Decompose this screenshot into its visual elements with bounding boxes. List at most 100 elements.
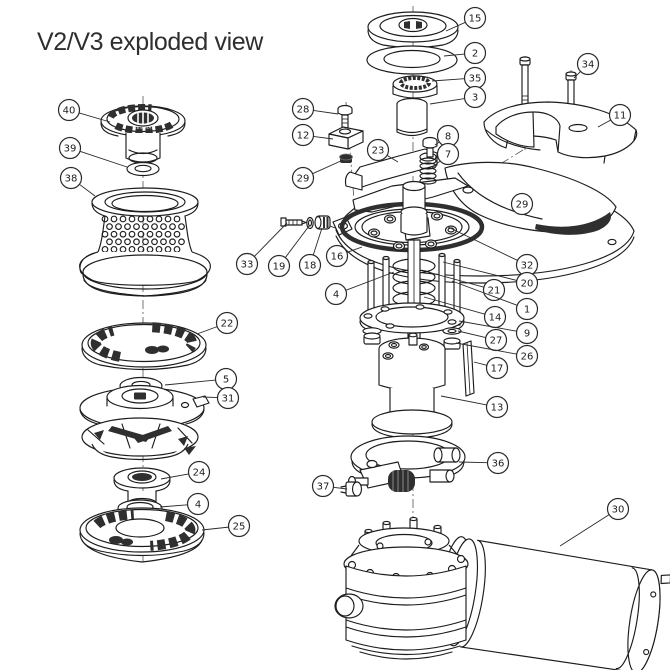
svg-text:12: 12: [297, 131, 310, 142]
callout-37: 37: [311, 474, 348, 498]
svg-text:26: 26: [521, 352, 534, 363]
callout-30: 30: [559, 497, 630, 547]
callout-16: 16: [325, 244, 363, 268]
svg-text:5: 5: [223, 375, 229, 386]
callout-11: 11: [597, 103, 632, 128]
svg-text:4: 4: [333, 290, 339, 301]
callout-3: 3: [429, 85, 487, 109]
svg-text:2: 2: [472, 49, 478, 60]
svg-text:11: 11: [614, 111, 627, 122]
callout-21: 21: [427, 271, 506, 302]
brand-text: LEWMAR: [134, 125, 155, 130]
callout-7: 7: [431, 142, 460, 169]
part-38-drum: [79, 187, 211, 297]
part-39-washer: [126, 161, 160, 177]
callout-38: 38: [59, 166, 96, 197]
callout-29: 29: [510, 192, 534, 216]
svg-text:30: 30: [612, 505, 625, 516]
part-7-spring: [419, 157, 437, 185]
part-40-drum-top-cap: LEWMAR: [100, 104, 186, 164]
callout-4: 4: [324, 271, 395, 306]
svg-text:28: 28: [297, 105, 310, 116]
callout-18: 18: [298, 227, 323, 277]
svg-text:23: 23: [372, 146, 385, 157]
callout-14: 14: [423, 296, 507, 329]
callout-22: 22: [196, 311, 239, 335]
svg-text:16: 16: [331, 252, 344, 263]
svg-text:29: 29: [297, 174, 310, 185]
svg-text:35: 35: [469, 74, 482, 85]
svg-text:7: 7: [445, 150, 451, 161]
part-11-chainpipe-cover: [483, 101, 638, 164]
callout-33: 33: [235, 222, 288, 276]
drum-perforations: [101, 215, 185, 253]
callout-34: 34: [573, 52, 600, 79]
callout-25: 25: [201, 514, 251, 538]
callout-36: 36: [458, 451, 510, 475]
callout-4: 4: [159, 492, 210, 516]
part-22-gypsy-top-plate: [81, 322, 207, 371]
callout-12: 12: [291, 123, 334, 147]
svg-text:27: 27: [490, 336, 503, 347]
svg-text:33: 33: [241, 260, 254, 271]
part-13-housing: [371, 332, 453, 439]
part-12-pawl-block: [328, 126, 364, 150]
part-28-screw: [337, 104, 353, 129]
svg-text:8: 8: [445, 132, 451, 143]
svg-text:3: 3: [472, 93, 478, 104]
svg-text:13: 13: [491, 403, 504, 414]
svg-text:25: 25: [233, 522, 246, 533]
svg-text:15: 15: [469, 14, 482, 25]
svg-text:17: 17: [491, 364, 504, 375]
part-17-key: [462, 340, 475, 397]
svg-text:19: 19: [273, 262, 286, 273]
svg-text:31: 31: [222, 394, 235, 405]
callout-2: 2: [443, 41, 487, 65]
callout-32: 32: [447, 226, 539, 277]
callout-13: 13: [440, 395, 509, 419]
callout-23: 23: [366, 138, 399, 163]
part-31-drive-plate: [79, 384, 210, 429]
callout-1: 1: [451, 280, 539, 321]
flange-fasteners: [362, 327, 462, 350]
callout-9: 9: [458, 320, 539, 345]
svg-text:14: 14: [489, 313, 502, 324]
callout-15: 15: [445, 6, 487, 32]
callout-40: 40: [57, 98, 111, 123]
callout-28: 28: [291, 97, 339, 121]
svg-text:38: 38: [65, 174, 78, 185]
gearbox: [334, 516, 469, 660]
svg-text:9: 9: [524, 329, 530, 340]
svg-text:36: 36: [492, 459, 505, 470]
svg-text:20: 20: [521, 279, 534, 290]
svg-text:4: 4: [195, 500, 201, 511]
part-35-bearing: [392, 75, 438, 99]
callout-27: 27: [457, 328, 508, 352]
svg-text:40: 40: [63, 106, 76, 117]
part-2-seal-washer: [366, 45, 458, 75]
callout-39: 39: [58, 136, 128, 168]
svg-text:39: 39: [64, 144, 77, 155]
gypsy-bolts: [367, 211, 458, 251]
svg-text:21: 21: [488, 286, 501, 297]
callout-31: 31: [202, 386, 240, 410]
part-19-washer-small: [306, 216, 314, 230]
callout-17: 17: [473, 356, 509, 380]
callout-8: 8: [434, 124, 460, 148]
svg-text:29: 29: [516, 200, 529, 211]
callout-20: 20: [442, 261, 539, 295]
deck-bolt-left: [519, 56, 531, 107]
callout-29: 29: [291, 159, 344, 190]
part-25-gypsy-bottom-plate: [79, 507, 205, 563]
mounting-studs: [367, 252, 461, 326]
svg-text:22: 22: [221, 319, 234, 330]
cone-clutch-assembly: [81, 417, 199, 461]
svg-text:18: 18: [304, 261, 317, 272]
svg-text:34: 34: [582, 60, 595, 71]
callout-5: 5: [164, 367, 238, 391]
part-36-clamp-ring: [347, 435, 466, 492]
svg-text:37: 37: [317, 482, 330, 493]
svg-text:1: 1: [524, 305, 530, 316]
